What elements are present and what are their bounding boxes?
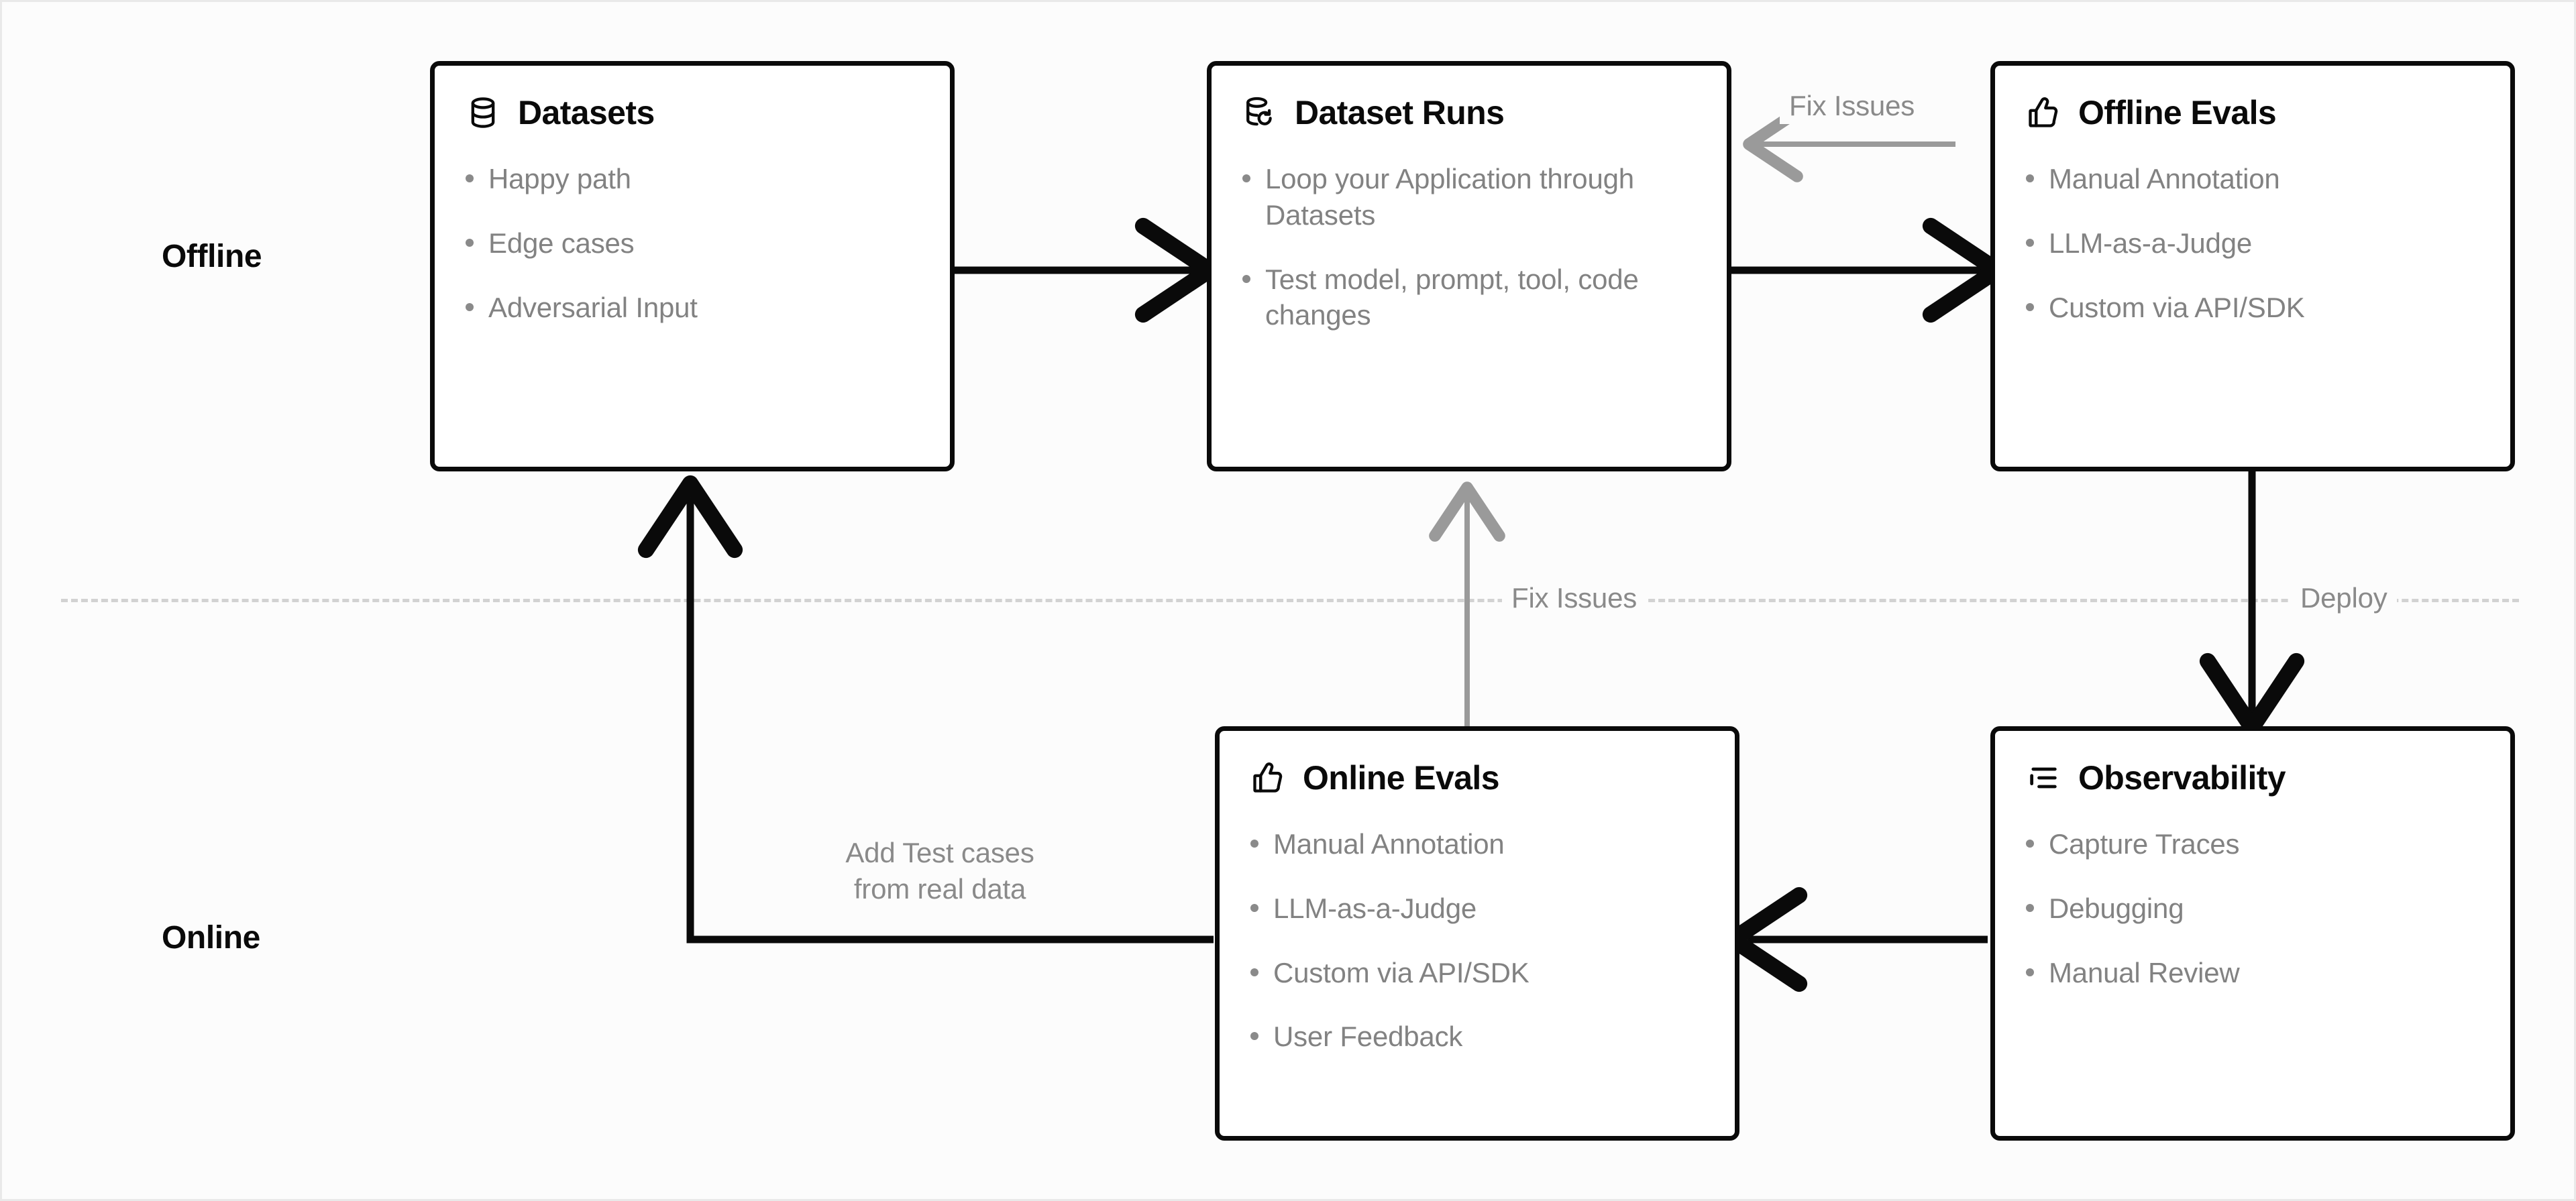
node-datasets-header: Datasets [466,95,919,130]
bullet-dot-icon [466,174,474,182]
thumbs-up-icon [1253,762,1283,793]
bullet-dot-icon [1250,903,1258,912]
bullet-label: LLM-as-a-Judge [1273,892,1477,924]
node-datasets-bullets: Happy path Edge cases Adversarial Input [466,161,919,325]
bullet-item: Debugging [2026,891,2479,927]
node-datasets-title: Datasets [518,94,655,131]
bullet-label: LLM-as-a-Judge [2049,227,2253,259]
bullet-label: Edge cases [488,227,635,259]
node-observability-bullets: Capture Traces Debugging Manual Review [2026,826,2479,990]
node-online-evals-header: Online Evals [1250,760,1704,795]
bullet-dot-icon [1242,274,1250,283]
database-icon [471,97,495,128]
edge-label-add-test-cases: Add Test cases from real data [812,835,1067,907]
bullet-label: Custom via API/SDK [2049,291,2305,323]
node-dataset-runs-title: Dataset Runs [1295,94,1505,131]
bullet-dot-icon [2026,238,2034,247]
node-offline-evals-header: Offline Evals [2026,95,2479,130]
bullet-dot-icon [466,238,474,247]
bullet-item: Manual Annotation [1250,826,1704,862]
node-dataset-runs-bullets: Loop your Application through Datasets T… [1242,161,1696,333]
node-online-evals[interactable]: Online Evals Manual Annotation LLM-as-a-… [1215,726,1739,1141]
bullet-dot-icon [2026,903,2034,912]
bullet-label: Manual Review [2049,956,2240,988]
bullet-item: Loop your Application through Datasets [1242,161,1696,233]
node-dataset-runs-header: Dataset Runs [1242,95,1696,130]
bullet-item: Custom via API/SDK [1250,955,1704,991]
thumbs-up-icon [2029,97,2058,127]
bullet-item: Happy path [466,161,919,197]
bullet-item: Custom via API/SDK [2026,290,2479,326]
bullet-item: Capture Traces [2026,826,2479,862]
bullet-dot-icon [1250,968,1258,976]
node-offline-evals[interactable]: Offline Evals Manual Annotation LLM-as-a… [1990,61,2515,471]
bullet-dot-icon [466,302,474,311]
bullet-label: Loop your Application through Datasets [1265,163,1634,231]
bullet-item: LLM-as-a-Judge [2026,225,2479,262]
bullet-dot-icon [2026,302,2034,311]
bullet-dot-icon [2026,840,2034,848]
bullet-dot-icon [1242,174,1250,182]
node-observability[interactable]: Observability Capture Traces Debugging M… [1990,726,2515,1141]
bullet-label: Manual Annotation [2049,163,2280,194]
bullet-label: Debugging [2049,892,2184,924]
edge-label-fix-issues-middle: Fix Issues [1502,580,1647,616]
bullet-label: Capture Traces [2049,828,2240,860]
bullet-dot-icon [1250,1032,1258,1041]
node-datasets[interactable]: Datasets Happy path Edge cases Adversari… [430,61,955,471]
bullet-label: Custom via API/SDK [1273,956,1529,988]
node-observability-title: Observability [2078,759,2286,797]
bullet-label: User Feedback [1273,1021,1463,1053]
database-refresh-icon [1246,97,1272,126]
section-label-offline: Offline [162,239,262,274]
edge-label-fix-issues-top: Fix Issues [1780,88,1925,124]
node-online-evals-title: Online Evals [1303,759,1500,797]
edge-label-deploy: Deploy [2291,580,2397,616]
node-dataset-runs[interactable]: Dataset Runs Loop your Application throu… [1207,61,1731,471]
bullet-item: Manual Annotation [2026,161,2479,197]
node-online-evals-bullets: Manual Annotation LLM-as-a-Judge Custom … [1250,826,1704,1055]
list-tree-icon [2030,767,2057,789]
node-observability-header: Observability [2026,760,2479,795]
bullet-item: LLM-as-a-Judge [1250,891,1704,927]
bullet-label: Test model, prompt, tool, code changes [1265,263,1639,331]
bullet-dot-icon [2026,968,2034,976]
bullet-label: Manual Annotation [1273,828,1505,860]
node-offline-evals-title: Offline Evals [2078,94,2277,131]
bullet-label: Happy path [488,163,631,194]
bullet-item: Adversarial Input [466,290,919,326]
bullet-item: Edge cases [466,225,919,262]
bullet-dot-icon [1250,840,1258,848]
node-offline-evals-bullets: Manual Annotation LLM-as-a-Judge Custom … [2026,161,2479,325]
offline-online-divider [61,599,2519,602]
section-label-online: Online [162,920,260,956]
bullet-item: Test model, prompt, tool, code changes [1242,262,1696,334]
bullet-item: User Feedback [1250,1019,1704,1055]
bullet-dot-icon [2026,174,2034,182]
bullet-item: Manual Review [2026,955,2479,991]
bullet-label: Adversarial Input [488,291,698,323]
